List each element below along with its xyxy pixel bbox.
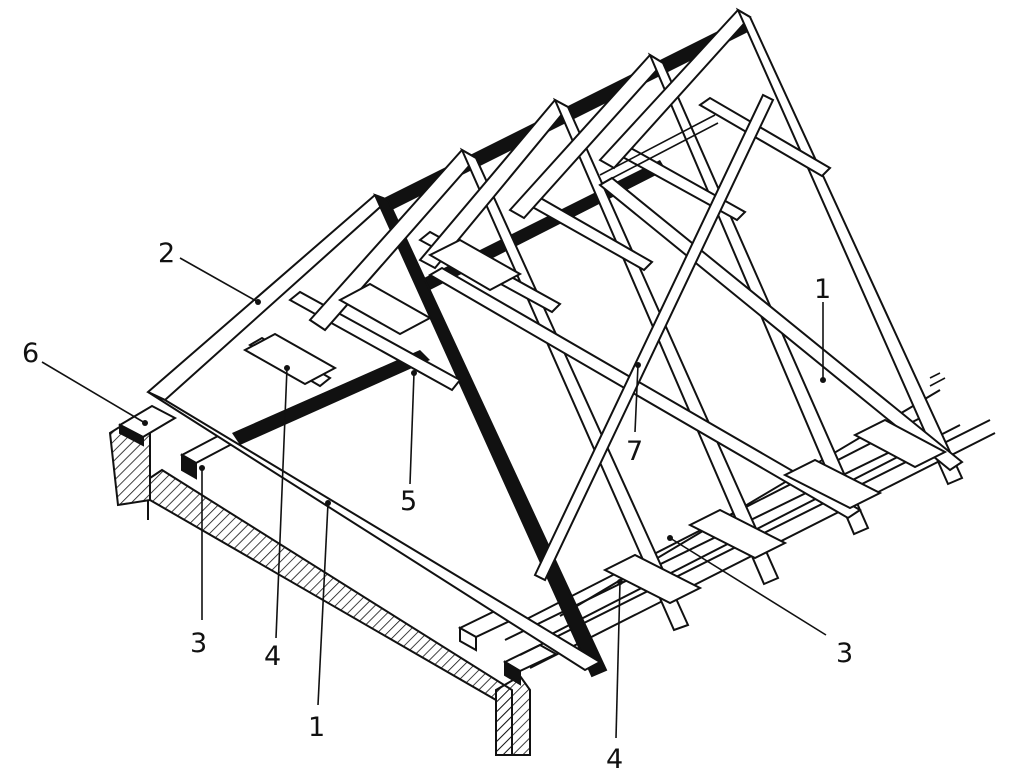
- beam-3-front-end: [459, 626, 477, 652]
- callout-1-bottom: 1: [308, 712, 325, 743]
- beam-front-right-end: [504, 660, 521, 686]
- joist-b: [337, 282, 433, 336]
- callout-4-bottom: 4: [606, 744, 623, 775]
- brace-7: [533, 93, 775, 582]
- truss-5-right-rafter: [735, 7, 964, 486]
- joist-e: [687, 508, 788, 560]
- beam-3-left-end: [181, 453, 197, 480]
- truss-5-collar: [698, 96, 832, 178]
- wall-section: [149, 468, 513, 756]
- joist-g: [852, 418, 948, 469]
- diagonal-brace: [533, 93, 775, 582]
- wall-plates: [117, 404, 559, 686]
- joist-f: [782, 458, 883, 510]
- plate-6-end: [119, 423, 144, 447]
- callout-7: 7: [626, 436, 643, 467]
- joist-c: [427, 238, 523, 292]
- purlins: [599, 114, 946, 387]
- truss-2-right-rafter: [459, 147, 690, 632]
- joist-d: [602, 553, 703, 605]
- callout-4-left: 4: [264, 641, 281, 672]
- callout-1-right: 1: [814, 274, 831, 305]
- ridge-dark-strip: [232, 350, 430, 445]
- wall-right-pier: [495, 674, 531, 756]
- callout-labels: 2 6 3 4 5 1 7 1 3 4: [22, 238, 853, 775]
- callout-5: 5: [400, 486, 417, 517]
- truss-mid-tie-beam: [428, 266, 862, 520]
- callout-2: 2: [158, 238, 175, 269]
- floor-joists: [242, 238, 948, 605]
- callout-3-right: 3: [836, 638, 853, 669]
- joist-a: [242, 332, 338, 386]
- callout-leaders: [41, 257, 827, 739]
- callout-3-left: 3: [190, 628, 207, 659]
- truss-4-right-rafter: [647, 52, 870, 536]
- callout-6: 6: [22, 338, 39, 369]
- truss-1-tie-beam: [147, 391, 603, 672]
